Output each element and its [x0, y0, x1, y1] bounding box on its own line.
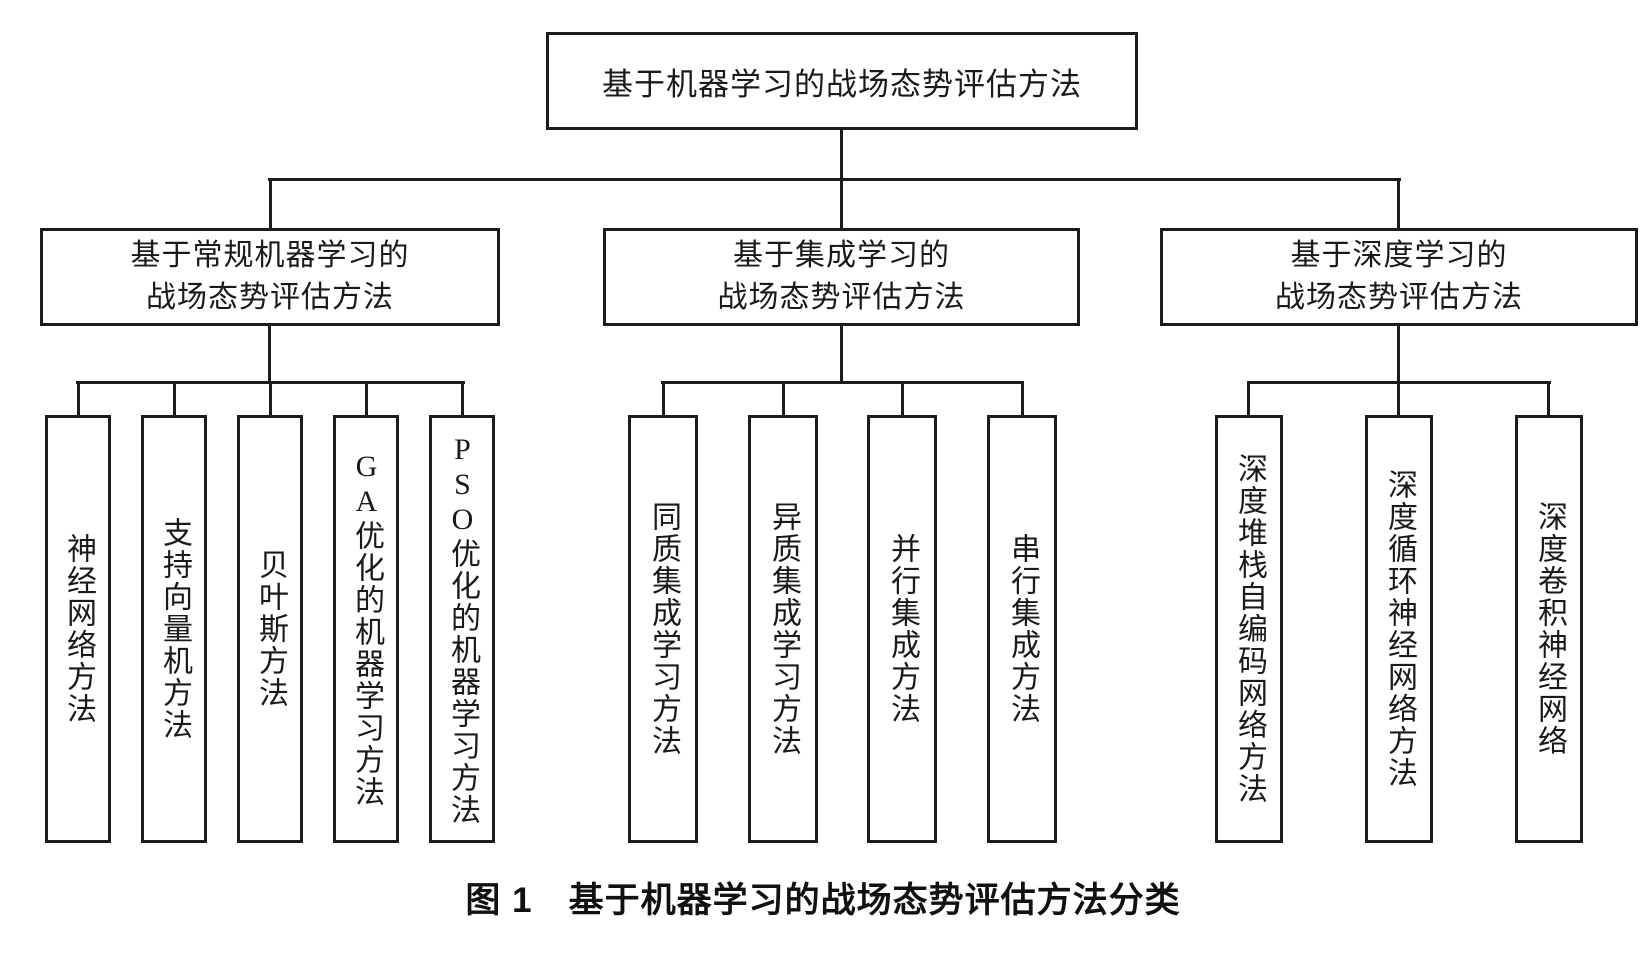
connector-drop-leaf	[662, 381, 665, 415]
connector-root-stem	[840, 130, 843, 181]
leaf-label: 贝叶斯方法	[254, 549, 287, 709]
leaf-label: 同质集成学习方法	[647, 501, 680, 757]
leaf-label: 串行集成方法	[1006, 533, 1039, 725]
connector-group-b-rail	[661, 381, 1024, 384]
connector-drop-branch-b	[840, 178, 843, 228]
leaf-node-homogeneous-ensemble: 同质集成学习方法	[628, 415, 698, 843]
leaf-node-serial-ensemble: 串行集成方法	[987, 415, 1057, 843]
figure-caption: 图 1 基于机器学习的战场态势评估方法分类	[465, 881, 1181, 920]
branch-label-line2: 战场态势评估方法	[1275, 281, 1523, 314]
leaf-node-ga-optimized-ml: GA优化的机器学习方法	[333, 415, 399, 843]
leaf-label: 支持向量机方法	[158, 517, 191, 741]
leaf-node-bayes: 贝叶斯方法	[237, 415, 303, 843]
leaf-label: 深度卷积神经网络	[1533, 501, 1566, 757]
connector-drop-leaf	[1021, 381, 1024, 415]
connector-drop-leaf	[269, 381, 272, 415]
leaf-node-recurrent-network: 深度循环神经网络方法	[1365, 415, 1433, 843]
leaf-node-stacked-autoencoder: 深度堆栈自编码网络方法	[1215, 415, 1283, 843]
leaf-node-heterogeneous-ensemble: 异质集成学习方法	[748, 415, 818, 843]
leaf-label: 并行集成方法	[886, 533, 919, 725]
branch-label-line1: 基于深度学习的	[1290, 239, 1508, 272]
leaf-label: 异质集成学习方法	[767, 501, 800, 757]
connector-drop-branch-a	[269, 178, 272, 228]
leaf-label: GA优化的机器学习方法	[350, 450, 383, 808]
root-node-label: 基于机器学习的战场态势评估方法	[602, 66, 1082, 102]
branch-label-line1: 基于集成学习的	[733, 239, 950, 272]
connector-drop-leaf	[365, 381, 368, 415]
root-node: 基于机器学习的战场态势评估方法	[546, 32, 1138, 130]
connector-drop-leaf	[1247, 381, 1250, 415]
connector-drop-leaf	[173, 381, 176, 415]
leaf-label: 深度循环神经网络方法	[1383, 469, 1416, 789]
leaf-label: 深度堆栈自编码网络方法	[1233, 453, 1266, 805]
connector-drop-leaf	[782, 381, 785, 415]
branch-node-ensemble-learning: 基于集成学习的 战场态势评估方法	[603, 228, 1080, 326]
leaf-node-parallel-ensemble: 并行集成方法	[867, 415, 937, 843]
connector-drop-leaf	[461, 381, 464, 415]
leaf-node-convolutional-network: 深度卷积神经网络	[1515, 415, 1583, 843]
connector-branch-c-stem	[1397, 326, 1400, 384]
leaf-label: 神经网络方法	[62, 533, 95, 725]
connector-drop-leaf	[901, 381, 904, 415]
connector-drop-branch-c	[1397, 178, 1400, 228]
branch-node-conventional-ml: 基于常规机器学习的 战场态势评估方法	[40, 228, 500, 326]
connector-drop-leaf	[1547, 381, 1550, 415]
connector-drop-leaf	[1397, 381, 1400, 415]
connector-drop-leaf	[77, 381, 80, 415]
connector-level1-rail	[268, 178, 1401, 181]
branch-label-line1: 基于常规机器学习的	[130, 239, 410, 272]
branch-label-line2: 战场态势评估方法	[717, 281, 966, 314]
branch-label-line2: 战场态势评估方法	[146, 281, 394, 314]
branch-node-deep-learning: 基于深度学习的 战场态势评估方法	[1160, 228, 1638, 326]
leaf-node-pso-optimized-ml: PSO优化的机器学习方法	[429, 415, 495, 843]
connector-branch-b-stem	[840, 326, 843, 384]
leaf-label: PSO优化的机器学习方法	[446, 432, 479, 826]
leaf-node-svm: 支持向量机方法	[141, 415, 207, 843]
leaf-node-neural-network: 神经网络方法	[45, 415, 111, 843]
connector-branch-a-stem	[268, 326, 271, 384]
